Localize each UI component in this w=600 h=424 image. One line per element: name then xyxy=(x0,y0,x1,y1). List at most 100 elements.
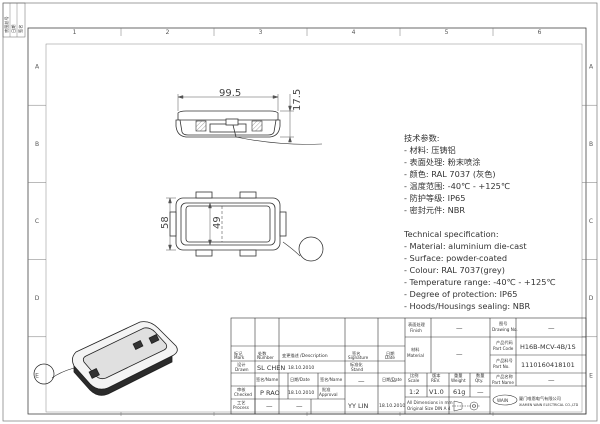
dimension-inner-width xyxy=(208,202,212,246)
specs-en-item: - Material: aluminium die-cast xyxy=(404,241,527,251)
tb-finish-cn: 表面处理 xyxy=(408,321,426,328)
specs-cn-item: - 材料: 压铸铝 xyxy=(404,145,456,155)
tb-part-name-value: — xyxy=(548,376,555,384)
tb-material-cn: 材料 xyxy=(411,346,420,353)
side-strip-label-3: 签名 xyxy=(17,25,24,33)
tb-qty-cn: 处数 xyxy=(258,350,267,357)
drawing-border-inner xyxy=(45,43,583,413)
tb-date-header-2: 日期/Date xyxy=(382,377,402,383)
tb-company-en: XIAMEN WAIN ELECTRICAL CO.,LTD xyxy=(519,403,579,407)
tb-part-code-value: H16B-MCV-4B/1S xyxy=(520,343,576,351)
side-strip-label-1: 底图总号 xyxy=(3,16,10,33)
tb-mark-cn: 标记 xyxy=(234,350,243,357)
specs-cn-item: - 密封元件: NBR xyxy=(404,205,465,215)
dimension-height-label: 17.5 xyxy=(292,89,303,111)
zone-row-label: B xyxy=(589,141,593,148)
tb-drawn-date: 18.10.2010 xyxy=(288,365,314,371)
specs-en-item: - Hoods/Housings sealing: NBR xyxy=(404,301,530,311)
zone-column-label: 4 xyxy=(352,29,356,36)
company-logo-text: WAIN xyxy=(497,398,508,403)
tb-drawing-no-cn: 图号 xyxy=(499,321,507,327)
zone-row-label: C xyxy=(589,218,593,225)
specs-cn-item: - 颜色: RAL 7037 (灰色) xyxy=(404,169,496,179)
zone-column-label: 2 xyxy=(166,29,170,36)
zone-row-label: D xyxy=(589,295,594,302)
specs-en-item: - Degree of protection: IP65 xyxy=(404,289,517,299)
specs-chinese: 技术参数: - 材料: 压铸铝 - 表面处理: 粉末喷涂 - 颜色: RAL 7… xyxy=(404,133,510,215)
zone-row-label: E xyxy=(589,372,593,379)
tb-stand-en: Stand xyxy=(351,367,364,372)
tb-process-cn: 工艺 xyxy=(237,400,245,405)
specs-en-item: - Colour: RAL 7037(grey) xyxy=(404,265,505,275)
tb-date-en: Date xyxy=(385,355,395,360)
dimension-length-label: 99.5 xyxy=(219,88,241,99)
zone-row-label: E xyxy=(35,372,39,379)
tb-drawn-cn: 设计 xyxy=(237,361,245,368)
tb-weight-en: Weight xyxy=(451,378,466,383)
specs-cn-item: - 表面处理: 粉末喷涂 xyxy=(404,157,480,167)
tb-checked-en: Checked xyxy=(234,392,252,397)
zone-row-label: B xyxy=(35,141,39,148)
tb-sig-en: Signature xyxy=(348,355,369,360)
tb-drawing-no-en: Drawing No. xyxy=(492,327,518,332)
dimension-height xyxy=(280,94,294,143)
tb-scale-cn: 比例 xyxy=(410,372,418,379)
zone-column-label: 5 xyxy=(445,29,449,36)
tb-part-code-cn: 产品代码 xyxy=(496,339,513,346)
company-logo: WAIN xyxy=(492,394,518,406)
zone-column-label: 6 xyxy=(538,29,542,36)
tb-checked-name: P RAO xyxy=(260,389,280,397)
dimension-outer-width-label: 58 xyxy=(160,216,171,229)
specs-en-item: - Temperature range: -40℃ - +125℃ xyxy=(404,277,556,287)
tb-stand-date: — xyxy=(390,377,397,385)
zone-column-label: 1 xyxy=(73,29,77,36)
isometric-view xyxy=(33,321,178,396)
tb-weight-value: 61g xyxy=(453,388,465,396)
tb-scale-value: 1:2 xyxy=(409,388,419,396)
tb-sig-header: 签名/Name xyxy=(320,376,343,383)
tb-process-en: Process xyxy=(233,405,249,410)
tb-approval-en: Approval xyxy=(319,392,338,397)
tb-name-header: 签名/Name xyxy=(256,376,279,383)
tb-checked-cn: 审核 xyxy=(237,386,246,393)
tb-checked-date: 18.10.2010 xyxy=(288,390,314,396)
tb-drawn-en: Drawn xyxy=(235,367,249,372)
tb-part-name-cn: 产品名称 xyxy=(496,373,513,380)
tb-qty-en: Number xyxy=(257,355,274,360)
tb-date-cn: 日期 xyxy=(386,351,394,357)
projection-symbol-icon xyxy=(452,400,480,412)
tb-drawn-name: SL CHEN xyxy=(257,364,285,372)
tb-approval-date: 18.10.2010 xyxy=(379,403,405,409)
tb-mark-en: Mark xyxy=(234,355,245,360)
side-revision-strip: 底图总号 日期 签名 xyxy=(2,2,26,38)
dimension-inner-width-label: 49 xyxy=(212,216,223,229)
tb-company-cn: 厦门唯恩电气有限公司 xyxy=(519,395,561,402)
specs-cn-title: 技术参数: xyxy=(404,133,440,143)
specs-cn-item: - 防护等级: IP65 xyxy=(404,193,465,203)
zone-column-label: 3 xyxy=(259,29,263,36)
tb-qty-label-cn: 数量 xyxy=(476,372,484,379)
zone-row-label: C xyxy=(35,218,39,225)
tb-qty-value: — xyxy=(477,388,484,396)
specs-en-item: - Surface: powder-coated xyxy=(404,253,507,263)
side-elevation-view xyxy=(175,94,323,145)
dimension-outer-width xyxy=(166,197,176,251)
zone-row-label: A xyxy=(589,64,594,71)
tb-finish-en: Finish xyxy=(410,328,422,333)
tb-part-no-value: 1110160418101 xyxy=(521,361,575,369)
tb-finish-value: — xyxy=(456,324,463,332)
tb-desc-en: /Description xyxy=(300,353,328,359)
tb-material-value: — xyxy=(456,350,463,358)
tb-stand-name: — xyxy=(358,377,365,385)
tb-dims-note-2: Original Size DIN A 4 xyxy=(407,406,451,411)
zone-markers-top: 1 2 3 4 5 6 xyxy=(73,28,542,36)
tb-qty-label-en: Qty. xyxy=(475,378,483,383)
tb-process-name: — xyxy=(266,402,273,410)
tb-approval-cn: 批准 xyxy=(322,386,330,393)
tb-rev-cn: 版本 xyxy=(432,372,441,379)
tb-rev-en: REV. xyxy=(431,378,440,383)
tb-date-header: 日期/Date xyxy=(290,377,310,383)
tb-drawing-no-value: — xyxy=(548,324,555,332)
